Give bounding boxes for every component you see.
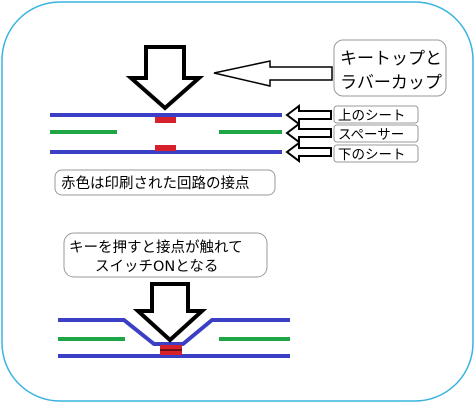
lower-contact <box>155 145 176 151</box>
down-arrow-icon <box>125 45 205 111</box>
upper-sheet-label: 上のシート <box>338 108 406 124</box>
upper-contact <box>155 117 176 123</box>
keytop-label-box <box>333 39 447 97</box>
pressed-upper-sheet-line <box>58 318 290 346</box>
lower-sheet-label: 下のシート <box>338 147 406 163</box>
upper-sheet-label-box <box>333 105 419 124</box>
spacer-label-box <box>333 124 419 143</box>
pressed-lower-contact <box>160 350 182 355</box>
lower-sheet-pointer-icon <box>285 141 332 163</box>
lower-sheet-label-box <box>333 144 419 163</box>
pressed-down-arrow-icon <box>132 282 208 343</box>
released-state: キートップと ラバーカップ 上のシート スペーサー 下のシート 赤色は印刷された… <box>50 39 447 196</box>
keytop-label-line1: キートップと <box>340 49 442 69</box>
keytop-pointer-arrow-icon <box>213 60 333 87</box>
contact-note-label: 赤色は印刷された回路の接点 <box>61 175 250 192</box>
spacer-label: スペーサー <box>338 127 404 143</box>
pressed-state: キーを押すと接点が触れて スイッチONとなる <box>58 232 290 358</box>
contact-note-box <box>54 169 276 196</box>
spacer-pointer-icon <box>285 122 332 144</box>
press-note-line1: キーを押すと接点が触れて <box>69 239 243 256</box>
press-note-line2: スイッチONとなる <box>95 258 218 275</box>
press-note-box <box>63 232 268 278</box>
pressed-upper-contact <box>160 345 182 350</box>
keytop-label-line2: ラバーカップ <box>340 73 442 93</box>
